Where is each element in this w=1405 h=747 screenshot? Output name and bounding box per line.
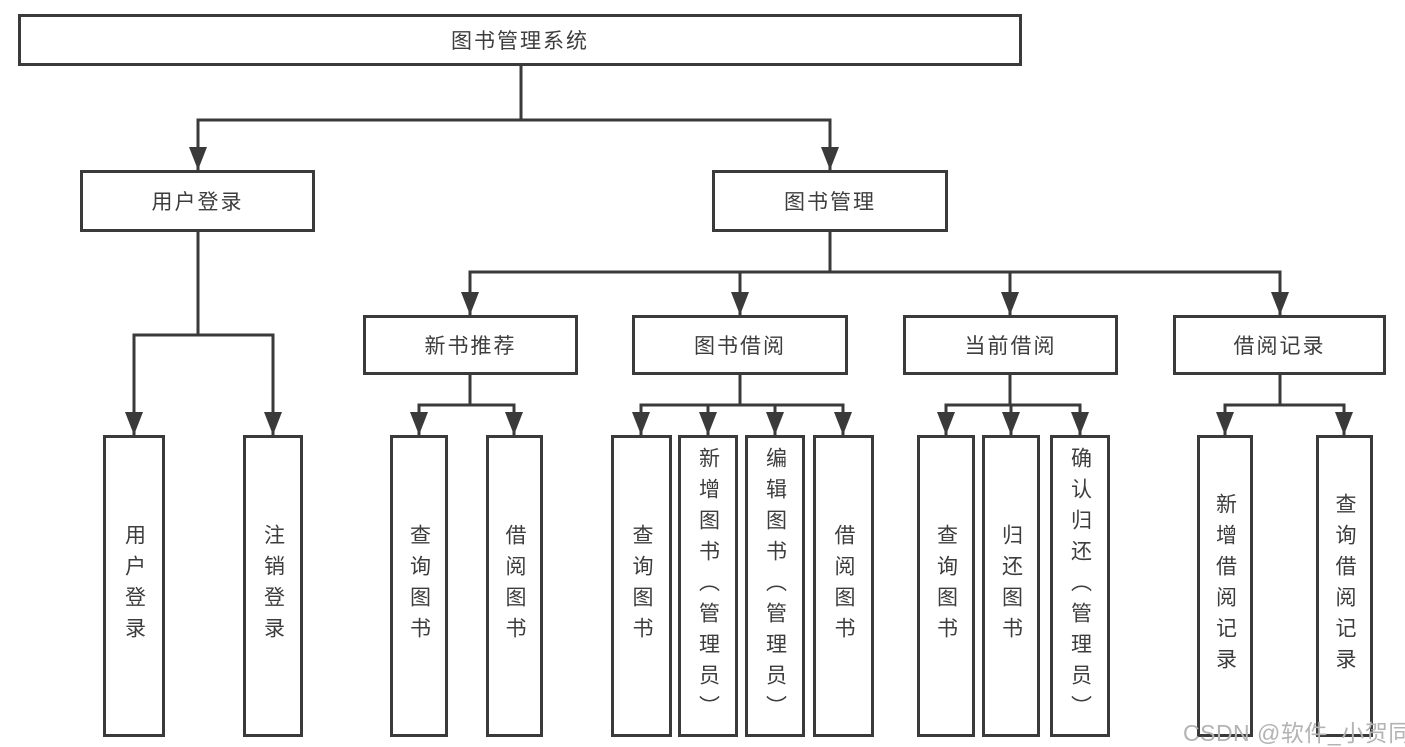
node-records-query-record: 查询借阅记录 (1316, 435, 1373, 737)
node-library-system: 图书管理系统 (18, 14, 1022, 66)
node-recommend-query-books-label: 查询图书 (407, 524, 431, 648)
node-current-borrowing: 当前借阅 (903, 315, 1118, 375)
node-current-return-books-label: 归还图书 (999, 524, 1023, 648)
connector-user-login-to-leaves (125, 230, 282, 436)
node-borrow-add-books-admin: 新增图书（管理员） (678, 435, 738, 737)
node-new-book-recommendation-label: 新书推荐 (424, 335, 517, 358)
node-borrow-add-books-admin-label: 新增图书（管理员） (696, 446, 720, 726)
node-book-management: 图书管理 (712, 170, 948, 232)
node-borrowing-records-label: 借阅记录 (1233, 335, 1326, 358)
node-records-query-record-label: 查询借阅记录 (1333, 493, 1357, 679)
node-book-borrowing-label: 图书借阅 (694, 335, 786, 358)
node-library-system-label: 图书管理系统 (451, 30, 589, 53)
node-user-login: 用户登录 (80, 170, 315, 232)
connector-recommendation-to-leaves (410, 373, 523, 436)
node-current-query-books: 查询图书 (917, 435, 975, 737)
csdn-watermark: CSDN @软件_小贺同学 (1183, 720, 1405, 746)
node-recommend-borrow-books-label: 借阅图书 (503, 524, 527, 648)
node-borrowing-records: 借阅记录 (1173, 315, 1386, 375)
node-recommend-query-books: 查询图书 (390, 435, 448, 737)
node-book-borrowing: 图书借阅 (632, 315, 848, 375)
node-current-return-books: 归还图书 (982, 435, 1040, 737)
node-borrow-query-books-label: 查询图书 (630, 524, 654, 648)
node-borrow-query-books: 查询图书 (611, 435, 672, 737)
node-logout: 注销登录 (243, 435, 303, 737)
connector-root-to-level2 (189, 64, 839, 171)
connector-records-to-leaves (1216, 373, 1353, 436)
node-borrow-borrow-books-label: 借阅图书 (832, 524, 856, 648)
node-borrow-edit-books-admin: 编辑图书（管理员） (745, 435, 805, 737)
node-user-login-label: 用户登录 (151, 191, 244, 214)
node-user-login-action-label: 用户登录 (122, 524, 146, 648)
node-borrow-borrow-books: 借阅图书 (813, 435, 874, 737)
node-current-query-books-label: 查询图书 (934, 524, 958, 648)
node-user-login-action: 用户登录 (103, 435, 165, 737)
node-current-confirm-return-admin: 确认归还（管理员） (1050, 435, 1110, 737)
node-borrow-edit-books-admin-label: 编辑图书（管理员） (763, 446, 787, 726)
node-records-add-record: 新增借阅记录 (1197, 435, 1253, 737)
connector-book-management-to-level3 (461, 230, 1289, 316)
node-current-borrowing-label: 当前借阅 (964, 335, 1057, 358)
node-logout-label: 注销登录 (261, 524, 285, 648)
node-current-confirm-return-admin-label: 确认归还（管理员） (1068, 446, 1092, 726)
connector-current-to-leaves (937, 373, 1089, 436)
node-new-book-recommendation: 新书推荐 (363, 315, 578, 375)
connector-borrowing-to-leaves (632, 373, 852, 436)
node-book-management-label: 图书管理 (784, 191, 876, 214)
node-records-add-record-label: 新增借阅记录 (1213, 493, 1237, 679)
node-recommend-borrow-books: 借阅图书 (486, 435, 543, 737)
